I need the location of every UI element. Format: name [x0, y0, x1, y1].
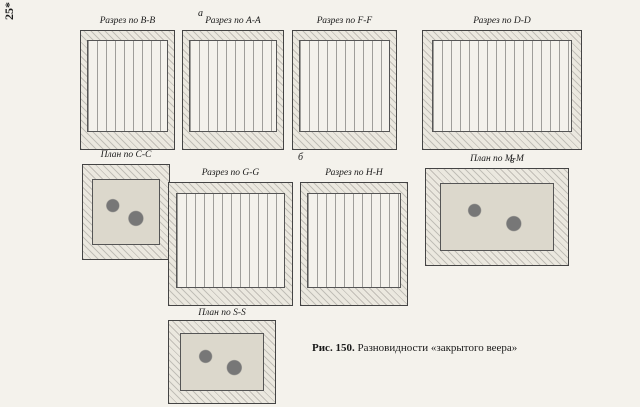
section-drawing: [300, 182, 408, 306]
section-b-b: Разрез по B-B: [80, 16, 175, 150]
figure-caption: Рис. 150. Разновидности «закрытого веера…: [312, 342, 517, 354]
plan-s-s: План по S-S: [168, 308, 276, 404]
section-drawing: [168, 182, 293, 306]
group-letter-v: в: [510, 155, 515, 166]
panel-title: Разрез по H-H: [325, 168, 383, 178]
section-drawing: [422, 30, 582, 150]
plan-m-m: План по M-M: [425, 154, 569, 266]
plan-drawing: [82, 164, 170, 260]
section-drawing: [292, 30, 397, 150]
panel-title: Разрез по D-D: [473, 16, 531, 26]
section-f-f: Разрез по F-F: [292, 16, 397, 150]
plan-drawing: [168, 320, 276, 404]
panel-title: Разрез по A-A: [205, 16, 261, 26]
panel-title: Разрез по B-B: [99, 16, 156, 26]
group-letter-a: а: [198, 8, 203, 19]
figure-caption-text: Разновидности «закрытого веера»: [357, 342, 518, 354]
group-letter-b: б: [298, 152, 304, 163]
section-drawing: [182, 30, 284, 150]
section-d-d: Разрез по D-D: [422, 16, 582, 150]
section-h-h: Разрез по H-H: [300, 168, 408, 306]
plan-c-c: План по C-C: [82, 150, 170, 260]
panel-title: План по S-S: [198, 308, 246, 318]
page-number: 25*: [2, 2, 16, 20]
section-g-g: Разрез по G-G: [168, 168, 293, 306]
plan-drawing: [425, 168, 569, 266]
panel-title: Разрез по G-G: [201, 168, 260, 178]
figure-number: Рис. 150.: [312, 342, 355, 354]
section-drawing: [80, 30, 175, 150]
panel-title: Разрез по F-F: [316, 16, 373, 26]
panel-title: План по M-M: [470, 154, 524, 164]
section-a-a: Разрез по A-A: [182, 16, 284, 150]
panel-title: План по C-C: [100, 150, 152, 160]
